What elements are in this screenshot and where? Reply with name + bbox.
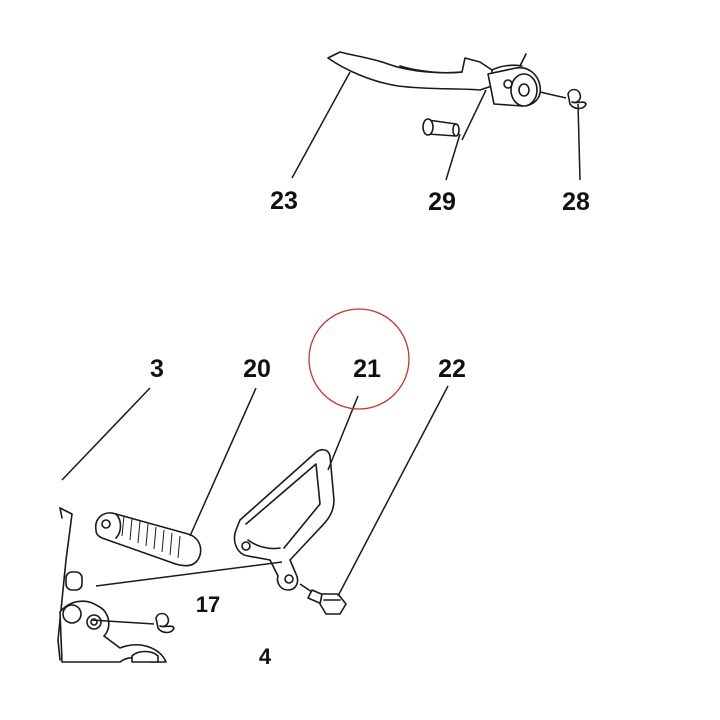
- footpeg-20: [94, 512, 202, 567]
- callout-23: 23: [270, 187, 298, 215]
- r-clip-28: [567, 88, 587, 110]
- leader-20: [189, 387, 257, 537]
- leader-29: [445, 133, 461, 181]
- heel-guard-plate-21: [233, 448, 335, 591]
- callout-4: 4: [259, 644, 272, 669]
- hex-bolt-22: [307, 589, 347, 615]
- pedal-arm-23: [327, 51, 493, 91]
- callout-21: 21: [353, 355, 381, 383]
- upper-pedal-arm-assembly: [327, 51, 587, 141]
- callout-labels: 23 29 28 3 20 21 22 17 4: [150, 187, 590, 669]
- leader-22: [337, 385, 449, 597]
- leader-3: [61, 387, 151, 481]
- callout-29: 29: [428, 188, 456, 216]
- highlight-circle: [308, 308, 410, 410]
- clevis-pin-29: [422, 118, 460, 137]
- leader-23: [291, 71, 351, 179]
- callout-28: 28: [562, 188, 590, 216]
- callout-22: 22: [438, 355, 466, 383]
- callout-3: 3: [150, 355, 164, 383]
- leader-28: [577, 103, 581, 181]
- callout-leaders: [61, 71, 581, 597]
- lower-footrest-assembly: [57, 448, 347, 663]
- callout-17: 17: [196, 592, 220, 617]
- r-clip-17: [155, 612, 175, 634]
- leader-21: [327, 395, 359, 471]
- callout-20: 20: [243, 355, 271, 383]
- frame-bracket-edge: [57, 507, 73, 661]
